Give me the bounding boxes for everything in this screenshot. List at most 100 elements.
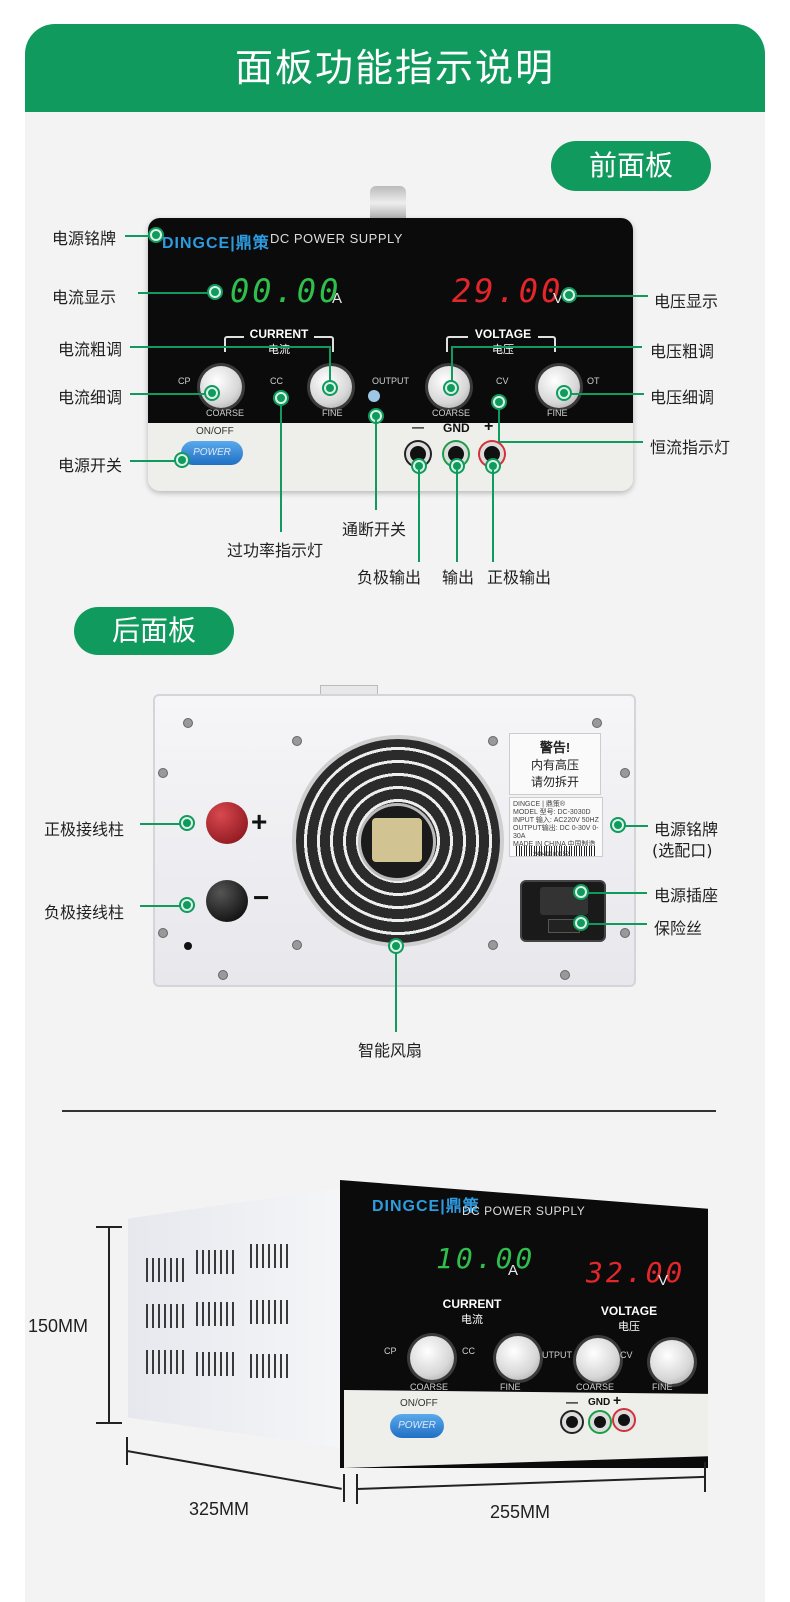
fan-screw (488, 940, 498, 950)
callout-voltage-display: 电压显示 (654, 292, 719, 311)
front-brand: DINGCE|鼎策 (162, 235, 270, 252)
callout-overpower-indicator: 过功率指示灯 (227, 541, 324, 560)
current-coarse-knob[interactable] (200, 366, 242, 408)
3d-current-value: 10.00 (436, 1242, 536, 1275)
line-cc-indicator-v (498, 404, 500, 442)
line-power-plate (125, 235, 153, 237)
3d-coarse-1: COARSE (410, 1382, 449, 1392)
3d-brand: DINGCE|鼎策 (372, 1198, 480, 1215)
section-divider (62, 1110, 716, 1112)
onoff-label: ON/OFF (196, 426, 234, 437)
callout-positive-post: 正极接线柱 (44, 820, 125, 839)
gnd-label: GND (443, 421, 470, 435)
vent (146, 1304, 186, 1328)
callout-output-switch: 通断开关 (342, 520, 407, 539)
dot-power-switch (176, 454, 188, 466)
3d-plus-label: + (613, 1392, 622, 1408)
output-led (368, 390, 380, 402)
voltage-fine-knob[interactable] (538, 366, 580, 408)
callout-power-switch: 电源开关 (58, 456, 123, 475)
front-brand-sub: DC POWER SUPPLY (270, 231, 403, 246)
fine-label-1: FINE (322, 408, 343, 418)
line-current-display (138, 292, 214, 294)
dot-power-plate (150, 229, 162, 241)
3d-voltage-unit: V (658, 1272, 669, 1289)
callout-cc-indicator: 恒流指示灯 (650, 438, 731, 457)
line-negative-post (140, 905, 182, 907)
fan-screw (292, 736, 302, 746)
minus-label: — (412, 420, 424, 434)
vent (250, 1300, 290, 1324)
3d-positive-terminal[interactable] (614, 1410, 634, 1430)
3d-fine-1: FINE (500, 1382, 521, 1392)
dot-current-coarse (324, 382, 336, 394)
3d-gnd-terminal[interactable] (590, 1412, 610, 1432)
height-dim-cap-top (96, 1226, 122, 1228)
line-power-switch (130, 460, 182, 462)
line-positive-output (492, 470, 494, 562)
voltage-group-cn: 电压 (492, 344, 514, 356)
3d-negative-terminal[interactable] (562, 1412, 582, 1432)
dot-back-plate (612, 819, 624, 831)
3d-voltage-value: 32.00 (586, 1256, 686, 1289)
coarse-label-2: COARSE (432, 408, 471, 418)
fan-screw (292, 940, 302, 950)
fine-label-2: FINE (547, 408, 568, 418)
line-current-coarse-h (130, 346, 330, 348)
negative-post[interactable] (206, 880, 248, 922)
line-voltage-display (570, 295, 648, 297)
power-button[interactable]: POWER (181, 441, 243, 465)
nameplate-output: OUTPUT输出: DC 0-30V 0-30A (513, 825, 599, 840)
3d-cp-label: CP (384, 1346, 397, 1356)
callout-negative-output: 负极输出 (357, 568, 422, 587)
voltage-group-label: VOLTAGE 电压 (468, 327, 538, 357)
callout-back-plate: 电源铭牌 (654, 820, 719, 839)
warning-label: 警告! 内有高压 请勿拆开 (509, 733, 601, 795)
dot-voltage-coarse (445, 382, 457, 394)
line-negative-output (418, 470, 420, 562)
voltage-unit: V (553, 290, 564, 307)
nameplate-serial: 24041100152 (533, 852, 570, 858)
3d-current-group: CURRENT 电流 (440, 1297, 504, 1327)
vent (146, 1350, 186, 1374)
3d-current-fine-knob[interactable] (496, 1336, 540, 1380)
3d-power-button[interactable]: POWER (390, 1414, 444, 1438)
3d-minus-label: — (566, 1395, 578, 1409)
3d-current-coarse-knob[interactable] (410, 1336, 454, 1380)
3d-voltage-coarse-knob[interactable] (576, 1338, 620, 1382)
callout-voltage-coarse: 电压粗调 (650, 342, 715, 361)
vent (250, 1354, 290, 1378)
line-power-socket (587, 892, 647, 894)
warning-line-1: 内有高压 (530, 758, 579, 772)
nameplate-made: MADE IN CHINA 中国制造 (513, 841, 596, 848)
callout-back-plate-note: (选配口) (652, 841, 713, 860)
plus-label: + (484, 418, 494, 435)
depth-dimension: 325MM (189, 1499, 250, 1519)
line-cc-indicator-h (499, 441, 643, 443)
callout-current-display: 电流显示 (52, 288, 117, 307)
back-plus-sign: + (251, 806, 268, 837)
current-group-label: CURRENT 电流 (244, 327, 314, 357)
line-voltage-coarse-h (452, 346, 642, 348)
callout-power-socket: 电源插座 (654, 886, 719, 905)
line-voltage-fine (566, 393, 644, 395)
height-dim-line (108, 1226, 110, 1422)
3d-output-label: UTPUT (542, 1350, 572, 1360)
screw (620, 768, 630, 778)
positive-post[interactable] (206, 802, 248, 844)
back-panel-pill: 后面板 (74, 607, 234, 655)
3d-voltage-fine-knob[interactable] (650, 1340, 694, 1384)
vent (146, 1258, 186, 1282)
fan-motor (358, 803, 436, 881)
cv-label: CV (496, 376, 509, 386)
depth-dim-cap-right (343, 1474, 345, 1502)
line-overpower (280, 404, 282, 532)
vent (196, 1352, 236, 1376)
hole (184, 942, 192, 950)
output-label: OUTPUT (372, 376, 409, 386)
cp-label: CP (178, 376, 191, 386)
line-current-fine (130, 393, 212, 395)
nameplate-brand: DINGCE | 鼎策® (513, 801, 566, 808)
callout-positive-output: 正极输出 (487, 568, 552, 587)
voltage-display-value: 29.00 (452, 272, 564, 310)
